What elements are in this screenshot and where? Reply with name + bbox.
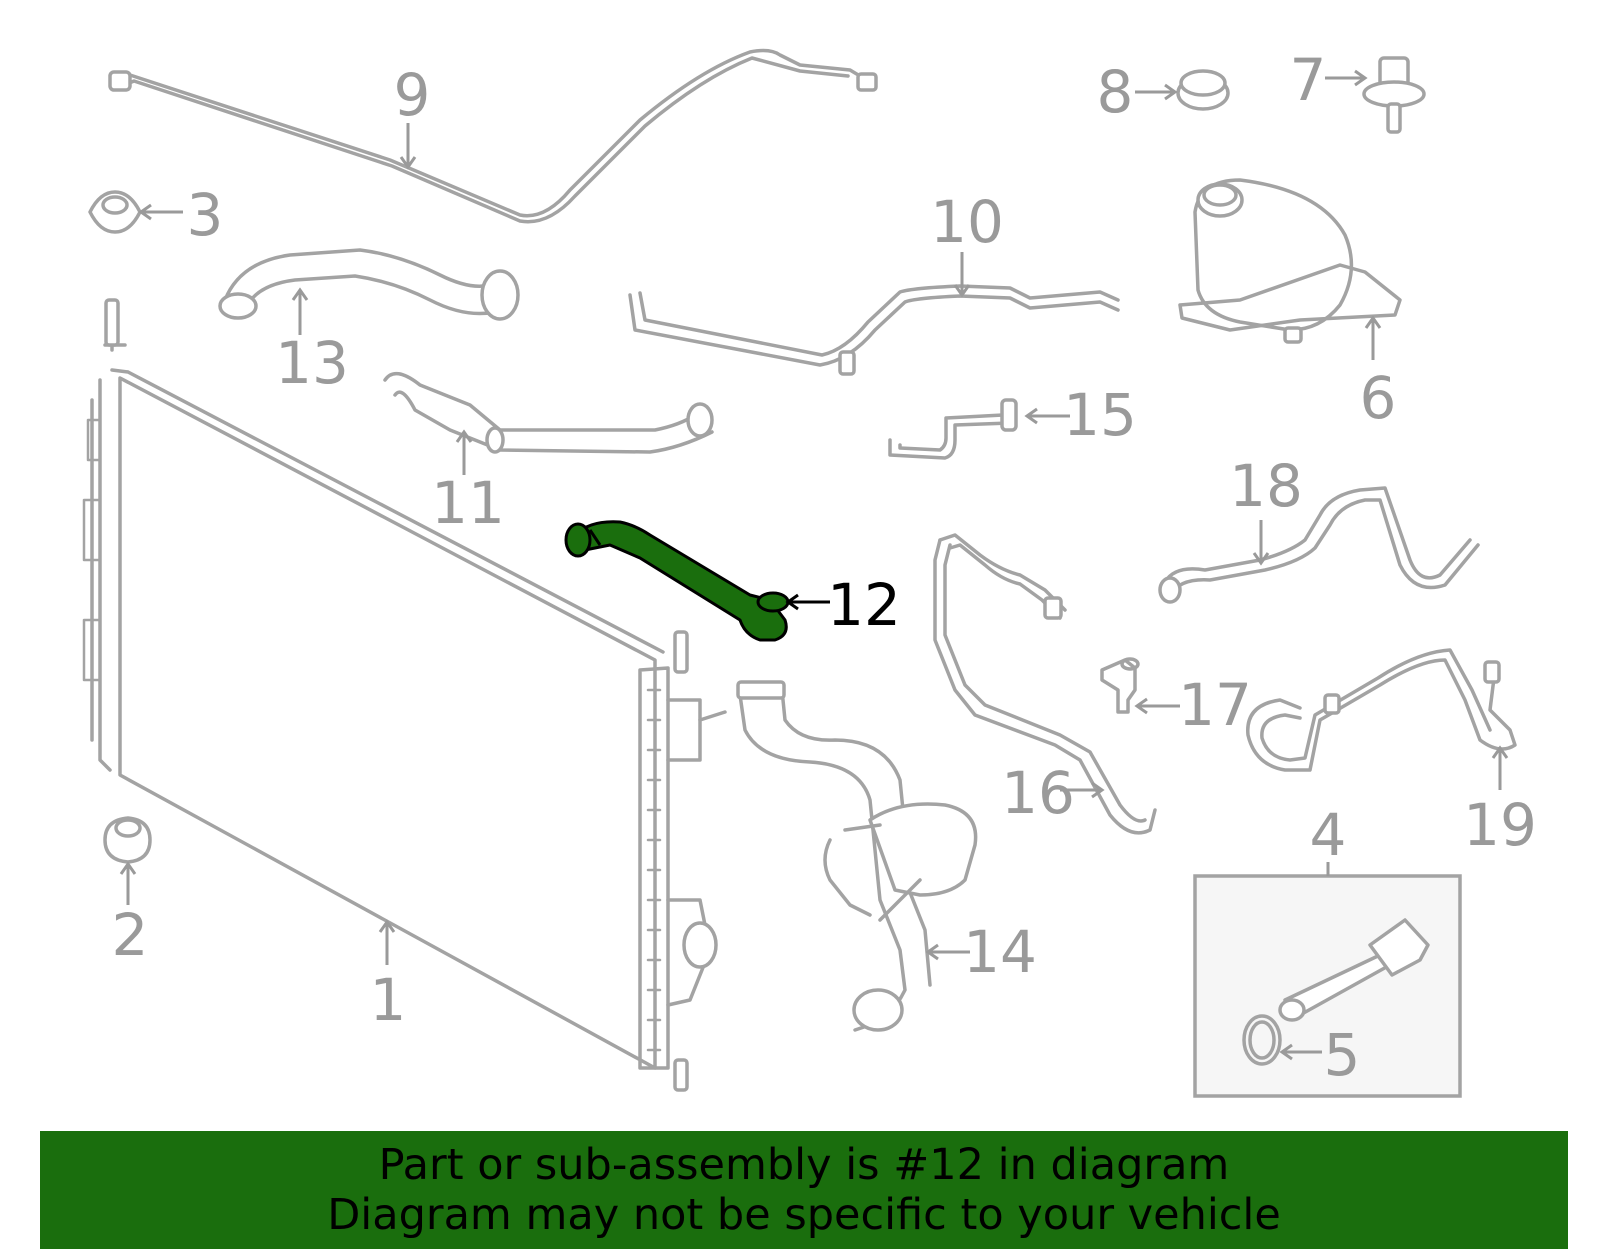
arrow-6 [1364, 315, 1382, 360]
arrow-7 [1325, 69, 1368, 87]
info-banner: Part or sub-assembly is #12 in diagram D… [40, 1131, 1568, 1249]
part-18-hose[interactable] [1158, 486, 1480, 604]
part-16-hose[interactable] [933, 533, 1157, 835]
callout-1: 1 [370, 966, 407, 1034]
arrow-5 [1279, 1043, 1322, 1061]
callout-16: 16 [1001, 759, 1075, 827]
callout-3: 3 [187, 181, 224, 249]
callout-9: 9 [394, 61, 431, 129]
arrow-18 [1252, 520, 1270, 566]
callout-4: 4 [1310, 801, 1347, 869]
callout-19: 19 [1463, 791, 1537, 859]
part-4-kit-box[interactable] [1193, 874, 1462, 1098]
arrow-10 [953, 252, 971, 298]
part-7-bolt[interactable] [1362, 56, 1426, 134]
part-12-hose-highlighted[interactable] [564, 520, 790, 642]
arrow-9 [399, 123, 417, 170]
arrow-8 [1135, 83, 1178, 101]
part-17-fitting[interactable] [1100, 657, 1140, 714]
callout-6: 6 [1360, 364, 1397, 432]
part-19-hose[interactable] [1246, 648, 1517, 772]
callout-11: 11 [431, 469, 505, 537]
part-2-grommet[interactable] [103, 816, 152, 864]
callout-7: 7 [1290, 46, 1327, 114]
part-6-reservoir[interactable] [1178, 178, 1402, 344]
part-4-sensor[interactable] [1278, 918, 1430, 1022]
part-10-hose[interactable] [628, 284, 1120, 376]
callout-15: 15 [1063, 381, 1137, 449]
arrow-14 [925, 943, 970, 961]
part-1-radiator[interactable] [82, 298, 727, 1092]
callout-5: 5 [1324, 1021, 1361, 1089]
part-9-hose[interactable] [108, 48, 878, 224]
part-13-hose[interactable] [218, 248, 520, 321]
part-5-o-ring[interactable] [1242, 1014, 1282, 1066]
banner-line-part: Part or sub-assembly is #12 in diagram [378, 1140, 1230, 1190]
callout-8: 8 [1097, 58, 1134, 126]
callout-14: 14 [963, 918, 1037, 986]
callout-12: 12 [827, 571, 901, 639]
part-14-hose[interactable] [736, 680, 978, 1032]
part-8-cap[interactable] [1176, 69, 1230, 111]
callout-17: 17 [1178, 671, 1252, 739]
part-3-clip[interactable] [88, 190, 142, 234]
callout-13: 13 [275, 329, 349, 397]
arrow-2 [119, 861, 137, 905]
arrow-15 [1024, 407, 1070, 425]
part-11-hose[interactable] [383, 371, 714, 454]
callout-10: 10 [930, 188, 1004, 256]
arrow-3 [138, 203, 183, 221]
arrow-12 [785, 593, 830, 611]
arrow-11 [455, 429, 473, 475]
banner-line-disclaimer: Diagram may not be specific to your vehi… [327, 1190, 1281, 1240]
arrow-1 [378, 919, 396, 965]
callout-18: 18 [1229, 452, 1303, 520]
arrow-19 [1491, 745, 1509, 790]
arrow-16 [1060, 781, 1105, 799]
arrow-13 [291, 287, 309, 335]
arrow-17 [1134, 697, 1180, 715]
callout-2: 2 [112, 901, 149, 969]
part-15-pipe[interactable] [888, 398, 1018, 460]
